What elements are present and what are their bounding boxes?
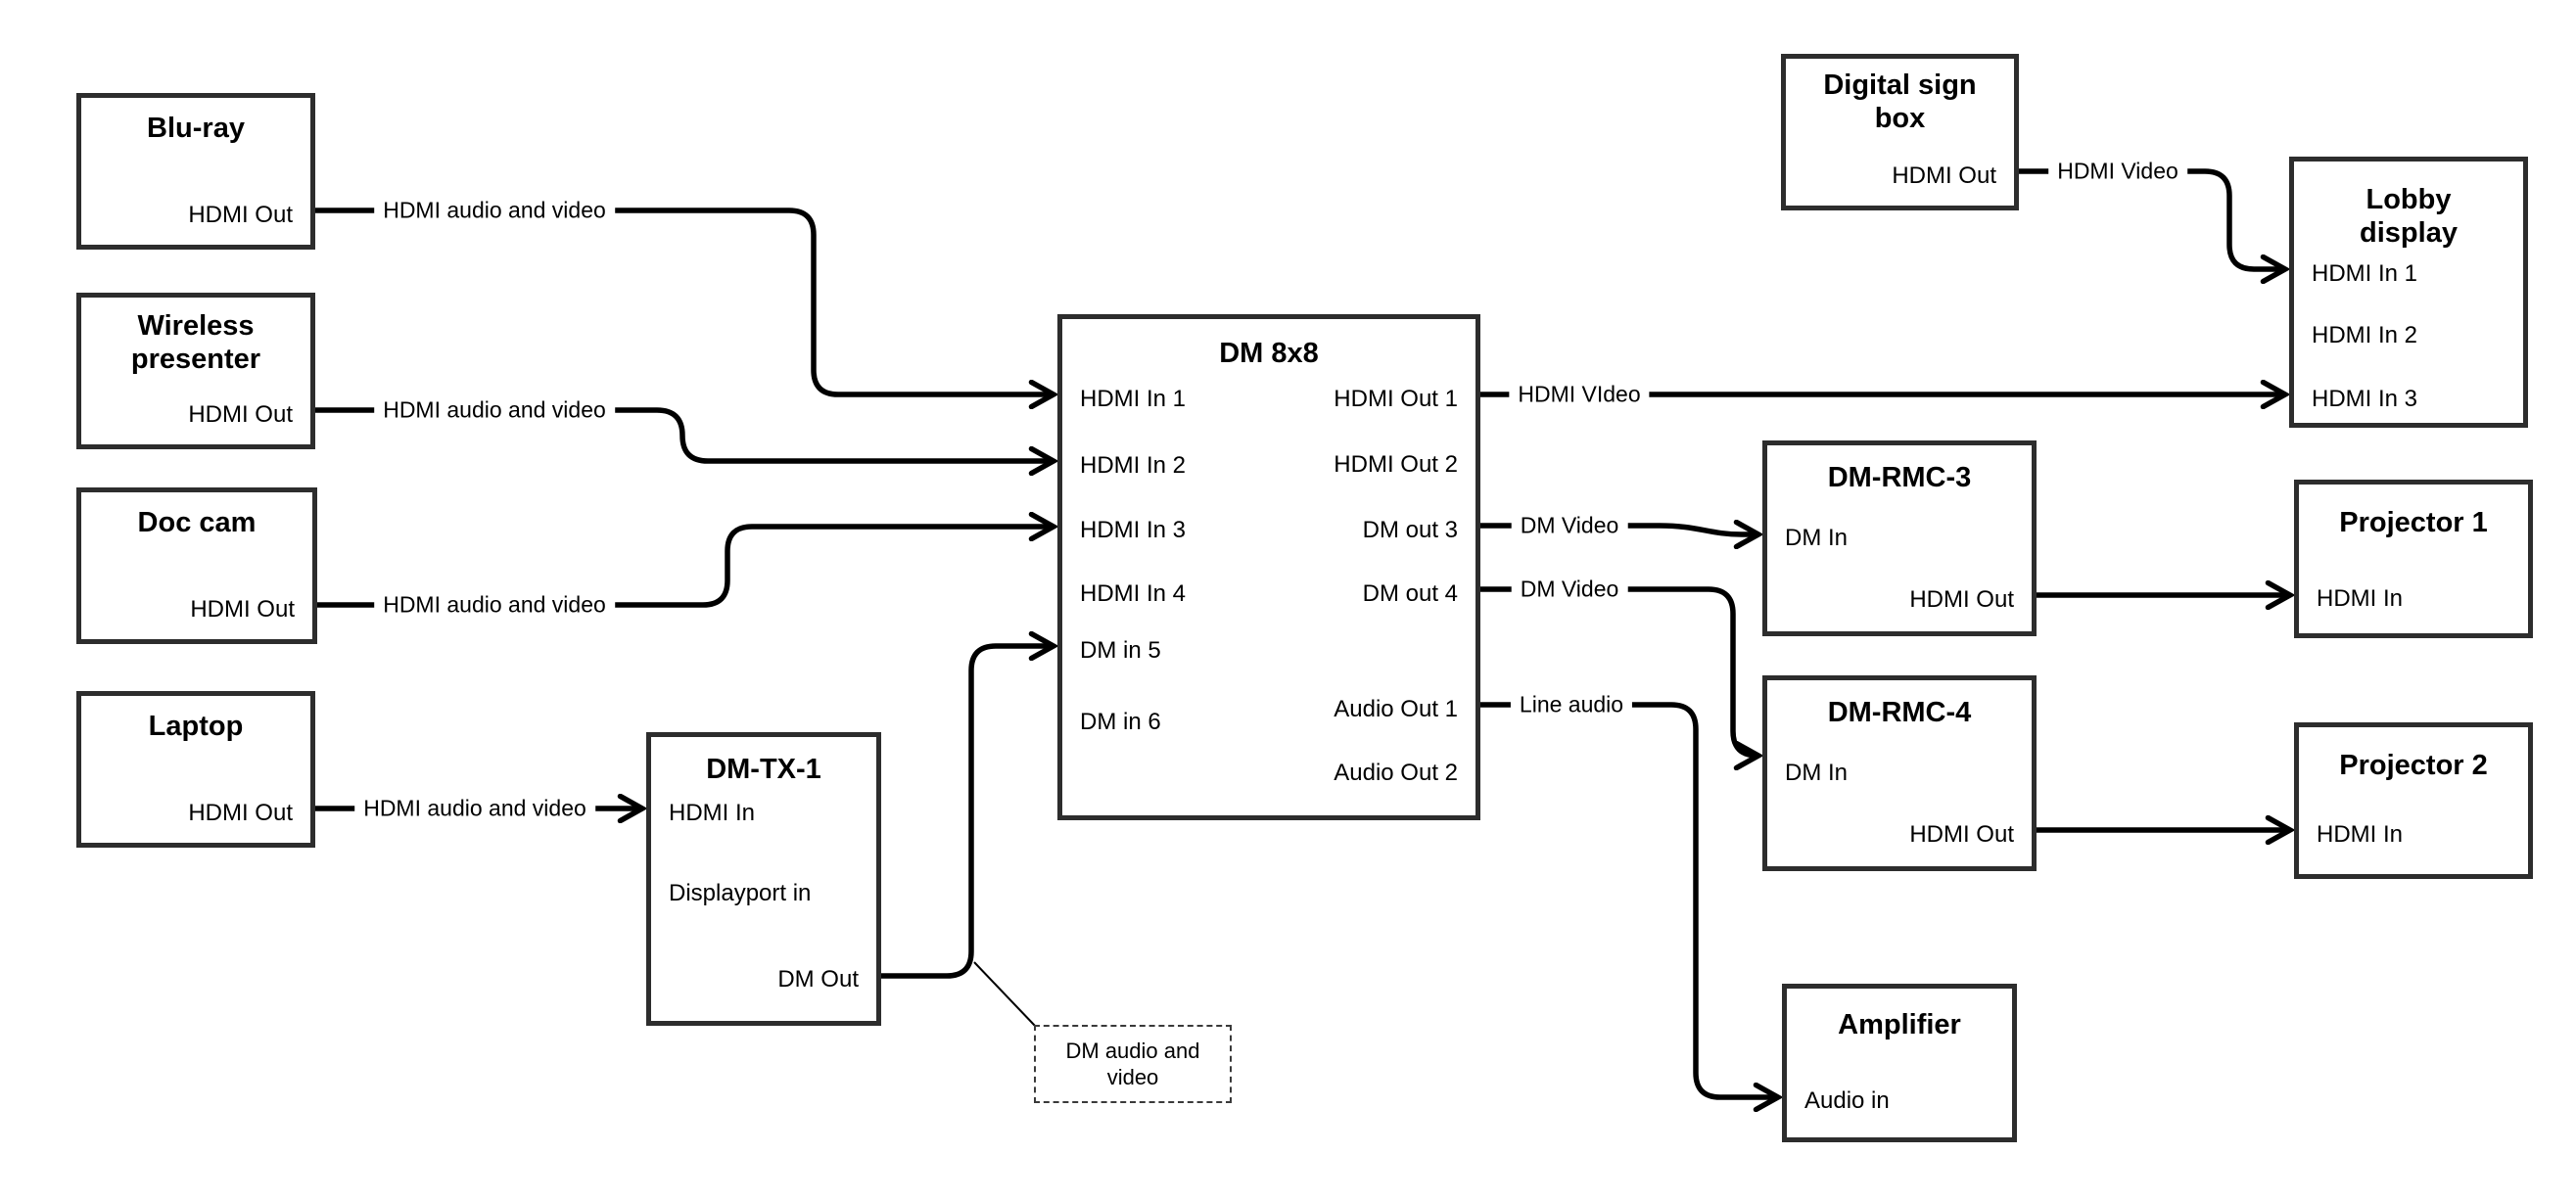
port-doccam-hdmi-out: HDMI Out xyxy=(190,596,295,623)
port-rmc4-hdmi-out: HDMI Out xyxy=(1909,821,2014,848)
node-bluray-title: Blu-ray xyxy=(147,113,245,144)
port-rmc3-hdmi-out: HDMI Out xyxy=(1909,586,2014,613)
node-projector-1: Projector 1 HDMI In xyxy=(2294,480,2533,638)
edge-signbox-to-lobby-in1 xyxy=(2019,168,2285,269)
edge-doccam-to-dm8x8-in3 xyxy=(315,527,1054,608)
port-dmtx1-displayport-in: Displayport in xyxy=(669,880,812,906)
node-dm-rmc-3-title: DM-RMC-3 xyxy=(1827,462,1972,493)
port-dmtx1-dm-out: DM Out xyxy=(777,966,859,993)
edge-label-hdmi-video-out1: HDMI VIdeo xyxy=(1509,379,1650,410)
edge-label-bluray-hdmi-av: HDMI audio and video xyxy=(374,195,615,226)
node-lobby-display: Lobby display HDMI In 1 HDMI In 2 HDMI I… xyxy=(2289,157,2528,428)
node-dm-tx-1: DM-TX-1 HDMI In Displayport in DM Out xyxy=(646,732,881,1026)
port-dm8x8-dm-in-5: DM in 5 xyxy=(1080,637,1161,664)
port-lobby-hdmi-in-2: HDMI In 2 xyxy=(2312,322,2418,348)
edge-wireless-to-dm8x8-in2 xyxy=(315,407,1054,461)
port-dm8x8-audio-out-2: Audio Out 2 xyxy=(1334,760,1458,786)
port-dm8x8-dm-in-6: DM in 6 xyxy=(1080,709,1161,735)
note-callout-line xyxy=(973,961,1037,1028)
edge-dm8x8-out4-to-rmc4 xyxy=(1480,586,1758,756)
port-dm8x8-dm-out-3: DM out 3 xyxy=(1362,517,1458,543)
port-dmtx1-hdmi-in: HDMI In xyxy=(669,800,756,826)
node-projector-1-title: Projector 1 xyxy=(2339,507,2488,538)
edge-label-laptop-hdmi-av: HDMI audio and video xyxy=(354,793,595,824)
node-digital-sign-box: Digital sign box HDMI Out xyxy=(1781,54,2019,210)
edge-dm8x8-out3-to-rmc3 xyxy=(1480,526,1758,534)
edge-dm8x8-aout1-to-amp xyxy=(1480,702,1778,1097)
port-dm8x8-dm-out-4: DM out 4 xyxy=(1362,580,1458,607)
port-dm8x8-hdmi-in-4: HDMI In 4 xyxy=(1080,580,1187,607)
node-wireless-presenter: Wireless presenter HDMI Out xyxy=(76,293,315,449)
node-digital-sign-box-title: Digital sign box xyxy=(1823,69,1977,135)
port-dm8x8-hdmi-in-3: HDMI In 3 xyxy=(1080,517,1187,543)
edge-label-hdmi-video-sign: HDMI Video xyxy=(2048,156,2187,187)
port-dm8x8-hdmi-in-2: HDMI In 2 xyxy=(1080,452,1187,479)
edge-bluray-to-dm8x8-in1 xyxy=(315,208,1054,394)
node-lobby-display-title: Lobby display xyxy=(2360,184,2458,250)
port-signbox-hdmi-out: HDMI Out xyxy=(1892,162,1996,189)
edge-label-doccam-hdmi-av: HDMI audio and video xyxy=(374,589,615,621)
port-rmc4-dm-in: DM In xyxy=(1785,760,1849,786)
node-dm-rmc-4: DM-RMC-4 DM In HDMI Out xyxy=(1762,675,2037,871)
port-laptop-hdmi-out: HDMI Out xyxy=(188,800,293,826)
port-proj1-hdmi-in: HDMI In xyxy=(2317,585,2404,612)
port-rmc3-dm-in: DM In xyxy=(1785,525,1849,551)
note-dm-audio-and-video: DM audio and video xyxy=(1034,1025,1232,1103)
node-dm-8x8: DM 8x8 HDMI In 1 HDMI In 2 HDMI In 3 HDM… xyxy=(1057,314,1480,820)
node-laptop-title: Laptop xyxy=(148,711,244,742)
edge-dmtx1-to-dm8x8-in5 xyxy=(879,646,1054,979)
port-dm8x8-hdmi-in-1: HDMI In 1 xyxy=(1080,386,1187,412)
edge-label-wireless-hdmi-av: HDMI audio and video xyxy=(374,394,615,426)
port-dm8x8-audio-out-1: Audio Out 1 xyxy=(1334,696,1458,722)
node-bluray: Blu-ray HDMI Out xyxy=(76,93,315,250)
node-dm-8x8-title: DM 8x8 xyxy=(1219,338,1319,369)
node-wireless-presenter-title: Wireless presenter xyxy=(130,310,261,376)
port-proj2-hdmi-in: HDMI In xyxy=(2317,821,2404,848)
node-dm-tx-1-title: DM-TX-1 xyxy=(706,754,821,785)
port-lobby-hdmi-in-3: HDMI In 3 xyxy=(2312,386,2418,412)
node-projector-2-title: Projector 2 xyxy=(2339,750,2488,781)
port-wireless-hdmi-out: HDMI Out xyxy=(188,401,293,428)
port-lobby-hdmi-in-1: HDMI In 1 xyxy=(2312,260,2418,287)
node-dm-rmc-4-title: DM-RMC-4 xyxy=(1827,697,1972,728)
port-amp-audio-in: Audio in xyxy=(1804,1087,1890,1114)
node-dm-rmc-3: DM-RMC-3 DM In HDMI Out xyxy=(1762,440,2037,636)
edge-label-dm-video-out4: DM Video xyxy=(1511,574,1628,605)
port-bluray-hdmi-out: HDMI Out xyxy=(188,202,293,228)
edge-label-dm-video-out3: DM Video xyxy=(1511,510,1628,541)
node-laptop: Laptop HDMI Out xyxy=(76,691,315,848)
node-projector-2: Projector 2 HDMI In xyxy=(2294,722,2533,879)
node-amplifier-title: Amplifier xyxy=(1838,1009,1961,1040)
node-doc-cam: Doc cam HDMI Out xyxy=(76,487,317,644)
port-dm8x8-hdmi-out-2: HDMI Out 2 xyxy=(1334,451,1458,478)
node-amplifier: Amplifier Audio in xyxy=(1782,984,2017,1142)
port-dm8x8-hdmi-out-1: HDMI Out 1 xyxy=(1334,386,1458,412)
edge-label-line-audio: Line audio xyxy=(1510,689,1633,720)
node-doc-cam-title: Doc cam xyxy=(137,507,257,538)
